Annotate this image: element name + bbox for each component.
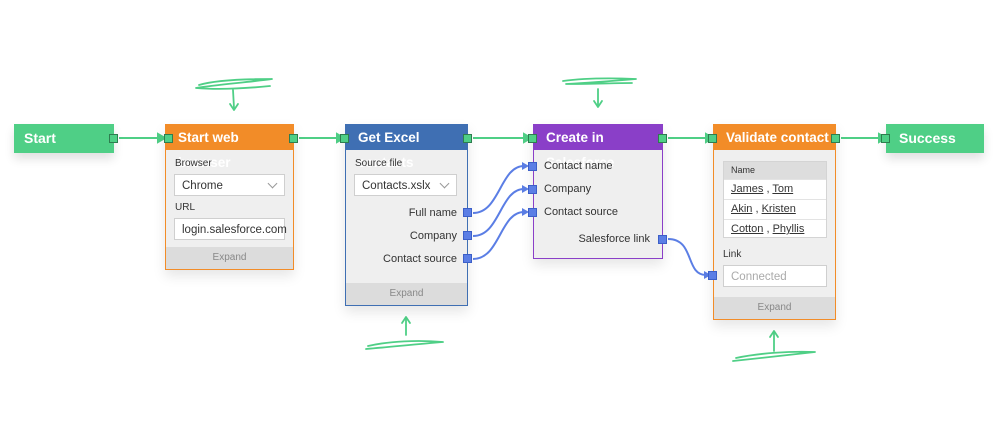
cell-last-name[interactable]: James (731, 183, 764, 195)
cell-last-name[interactable]: Cotton (731, 223, 764, 235)
browser-label: Browser (175, 158, 212, 169)
table-row[interactable]: Akin , Kristen (724, 199, 826, 219)
scribble-annotation-salesforce (562, 77, 637, 108)
link-label: Link (723, 249, 742, 260)
data-wire-contact-source (472, 211, 525, 260)
url-field-value: login.salesforce.com (182, 224, 287, 236)
cell-first-name[interactable]: Phyllis (772, 223, 805, 235)
validate-contact-node[interactable]: Validate contact Name James , Tom Akin ,… (713, 124, 836, 320)
validate-output-port[interactable] (831, 134, 840, 143)
validate-input-port[interactable] (708, 134, 717, 143)
table-header: Name (724, 162, 826, 179)
salesforce-link-output-port[interactable] (658, 235, 667, 244)
browser-input-port[interactable] (164, 134, 173, 143)
link-input-port[interactable] (708, 271, 717, 280)
browser-select-value: Chrome (182, 180, 223, 192)
node-title: Create in Salesforce (534, 125, 662, 170)
success-node[interactable]: Success (886, 124, 984, 153)
contacts-table: Name James , Tom Akin , Kristen Cotton ,… (723, 161, 827, 238)
input-contact-source: Contact source (544, 206, 618, 218)
data-wire-fullname (472, 165, 525, 214)
data-wire-salesforce-link (667, 238, 707, 276)
full-name-output-port[interactable] (463, 208, 472, 217)
get-excel-contacts-node[interactable]: Get Excel contacts Source file Contacts.… (345, 124, 468, 306)
output-company: Company (409, 230, 457, 242)
link-field[interactable]: Connected (723, 265, 827, 287)
url-field[interactable]: login.salesforce.com (174, 218, 287, 240)
output-contact-source: Contact source (383, 253, 457, 265)
salesforce-input-port[interactable] (528, 134, 537, 143)
chevron-down-icon (267, 178, 278, 189)
table-row[interactable]: James , Tom (724, 179, 826, 199)
output-salesforce-link: Salesforce link (578, 233, 650, 245)
company-output-port[interactable] (463, 231, 472, 240)
source-file-value: Contacts.xslx (362, 180, 431, 192)
source-file-label: Source file (355, 158, 403, 169)
cell-first-name[interactable]: Tom (772, 183, 794, 195)
input-contact-name: Contact name (544, 160, 613, 172)
success-input-port[interactable] (881, 134, 890, 143)
start-node[interactable]: Start (14, 124, 114, 153)
scribble-annotation-excel (365, 316, 444, 350)
expand-button[interactable]: Expand (166, 247, 293, 269)
node-title: Start web browser (166, 125, 293, 170)
create-in-salesforce-node[interactable]: Create in Salesforce Contact name Compan… (533, 124, 663, 259)
contact-source-input-port[interactable] (528, 208, 537, 217)
start-label: Start (24, 130, 56, 146)
browser-output-port[interactable] (289, 134, 298, 143)
scribble-annotation-validate (732, 330, 816, 362)
expand-button[interactable]: Expand (714, 297, 835, 319)
link-field-placeholder: Connected (731, 271, 787, 283)
scribble-annotation-browser (195, 78, 273, 111)
output-full-name: Full name (408, 207, 457, 219)
cell-first-name[interactable]: Kristen (761, 203, 796, 215)
excel-input-port[interactable] (340, 134, 349, 143)
cell-last-name[interactable]: Akin (731, 203, 753, 215)
salesforce-output-port[interactable] (658, 134, 667, 143)
success-label: Success (899, 130, 956, 146)
contact-source-output-port[interactable] (463, 254, 472, 263)
expand-button[interactable]: Expand (346, 283, 467, 305)
source-file-select[interactable]: Contacts.xslx (354, 174, 457, 196)
company-input-port[interactable] (528, 185, 537, 194)
data-wire-company (472, 188, 525, 237)
contact-name-input-port[interactable] (528, 162, 537, 171)
node-title: Get Excel contacts (346, 125, 467, 170)
excel-output-port[interactable] (463, 134, 472, 143)
node-title: Validate contact (714, 125, 835, 150)
url-label: URL (175, 202, 196, 213)
table-row[interactable]: Cotton , Phyllis (724, 219, 826, 239)
start-output-port[interactable] (109, 134, 118, 143)
start-web-browser-node[interactable]: Start web browser Browser Chrome URL log… (165, 124, 294, 270)
browser-select[interactable]: Chrome (174, 174, 285, 196)
input-company: Company (544, 183, 592, 195)
chevron-down-icon (439, 178, 450, 189)
